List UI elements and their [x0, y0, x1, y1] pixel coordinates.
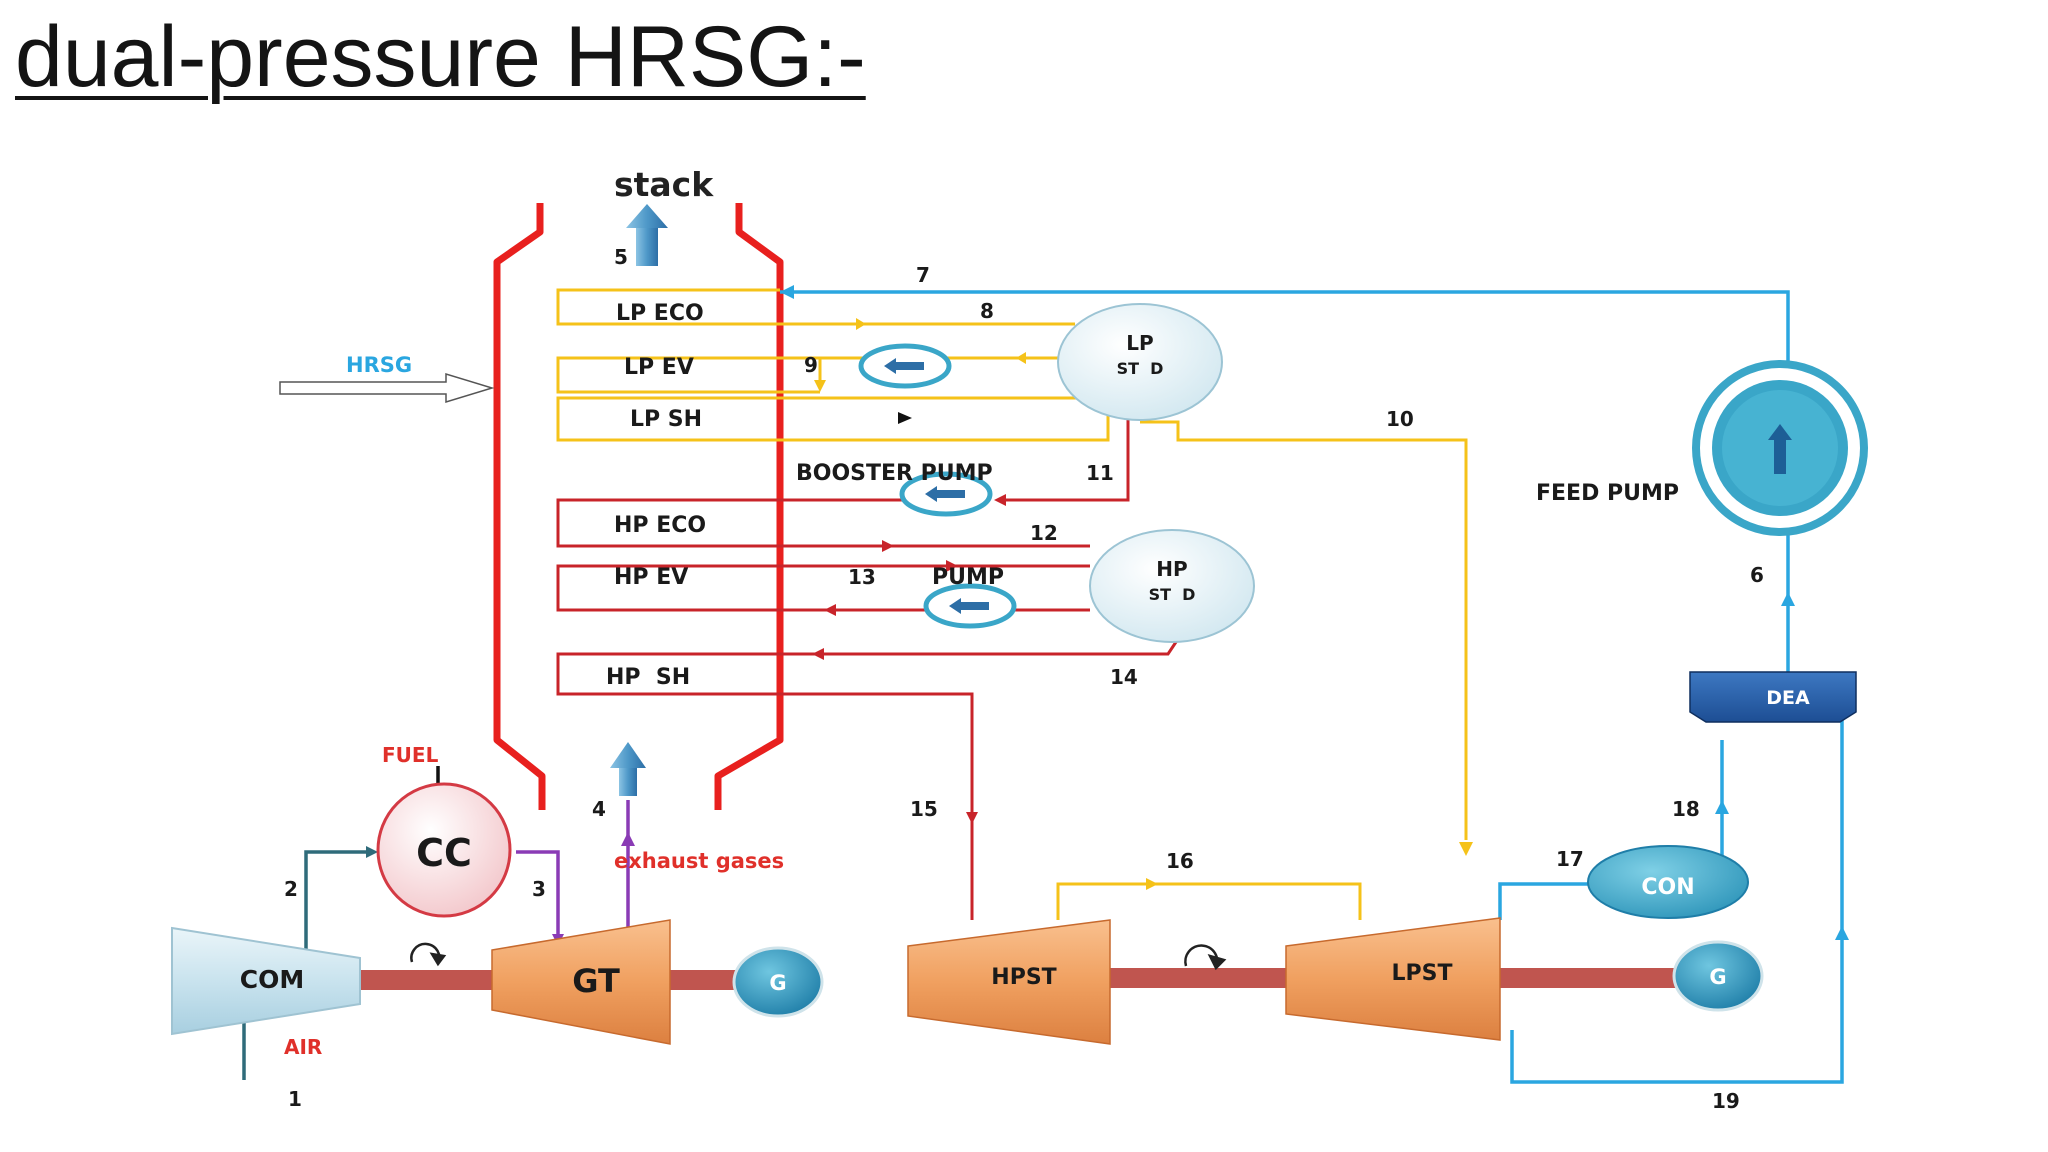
lpst-label: LPST	[1392, 961, 1453, 986]
state-point-2: 2	[284, 877, 298, 901]
lp-drum-label-1: LP	[1126, 331, 1153, 355]
state-point-14: 14	[1110, 665, 1138, 689]
gt-label: GT	[572, 962, 620, 1000]
hpst-label: HPST	[991, 965, 1056, 990]
lp-sh-flow-arrow	[898, 412, 912, 424]
generator-1	[732, 946, 824, 1018]
hp-flow-arrows	[812, 494, 1006, 824]
state-point-labels: 1 2 3 4 5 6 7 8 9 10 11 12 13 14 15 16 1…	[284, 245, 1764, 1113]
generator-1-label: G	[769, 971, 786, 995]
lp-ev-label: LP EV	[624, 355, 694, 380]
state-point-6: 6	[1750, 563, 1764, 587]
hrsg-input-arrow	[279, 372, 495, 404]
lp-steam-drum	[1057, 303, 1223, 421]
line-16	[1056, 882, 1362, 920]
combustion-chamber	[376, 782, 512, 918]
lp-circuit	[556, 288, 1468, 920]
stack-arrow	[626, 204, 668, 266]
lp-sh-label: LP SH	[630, 407, 702, 432]
line-7	[780, 290, 1790, 680]
generator-2	[1672, 940, 1764, 1012]
slide-title: dual-pressure HRSG:-	[15, 9, 866, 105]
hp-steam-drum	[1089, 529, 1255, 643]
state-point-16: 16	[1166, 849, 1194, 873]
feed-pump-label: FEED PUMP	[1536, 481, 1679, 506]
air-label: AIR	[284, 1035, 322, 1059]
hp-ev-label: HP EV	[614, 565, 688, 590]
condenser	[1587, 845, 1749, 919]
hp-eco-label: HP ECO	[614, 513, 706, 538]
state-point-13: 13	[848, 565, 876, 589]
line-11	[1000, 410, 1130, 502]
lp-drum-label-2: ST D	[1117, 359, 1164, 378]
state-point-5: 5	[614, 245, 628, 269]
state-point-11: 11	[1086, 461, 1114, 485]
line-2-arrow	[366, 846, 378, 858]
state-point-15: 15	[910, 797, 938, 821]
lp-sh-coil	[556, 396, 1110, 442]
exhaust-arrow	[610, 742, 646, 796]
hp-drum-label-1: HP	[1156, 557, 1187, 581]
line-19	[1510, 720, 1844, 1084]
com-label: COM	[240, 965, 304, 994]
hrsg-left-wall	[493, 203, 546, 810]
state-point-9: 9	[804, 353, 818, 377]
generator-2-label: G	[1709, 965, 1726, 989]
state-point-12: 12	[1030, 521, 1058, 545]
hrsg-label: HRSG	[346, 353, 412, 377]
state-point-7: 7	[916, 263, 930, 287]
state-point-3: 3	[532, 877, 546, 901]
hrsg-casing	[493, 203, 784, 810]
compressor	[171, 926, 361, 1036]
lp-ev-coil	[556, 356, 1060, 394]
deaerator	[1689, 671, 1857, 723]
hp-circulation-pump	[923, 583, 1017, 629]
state-point-4: 4	[592, 797, 606, 821]
hrsg-right-wall	[714, 203, 784, 810]
booster-pump	[899, 471, 993, 517]
state-point-8: 8	[980, 299, 994, 323]
gas-turbine	[491, 919, 671, 1045]
state-point-18: 18	[1672, 797, 1700, 821]
feed-pump	[1692, 360, 1868, 536]
line-14	[556, 635, 1182, 920]
rotation-icon-st	[1184, 944, 1227, 971]
line-17	[1498, 882, 1608, 920]
stack-label: stack	[614, 165, 714, 204]
lp-eco-label: LP ECO	[616, 301, 704, 326]
cc-label: CC	[416, 831, 472, 875]
dea-label: DEA	[1766, 687, 1810, 709]
hp-drum-label-2: ST D	[1149, 585, 1196, 604]
exhaust-gases-label: exhaust gases	[614, 849, 784, 873]
con-label: CON	[1641, 875, 1694, 900]
fuel-label: FUEL	[382, 743, 439, 767]
hp-eco-coil	[556, 498, 1090, 548]
pump-label: PUMP	[932, 565, 1004, 590]
hp-sh-label: HP SH	[606, 665, 690, 690]
state-point-17: 17	[1556, 847, 1584, 871]
state-point-19: 19	[1712, 1089, 1740, 1113]
lp-circulation-pump	[858, 343, 952, 389]
lp-eco-coil	[556, 288, 1075, 326]
lp-steam-turbine	[1285, 917, 1501, 1041]
state-point-1: 1	[288, 1087, 302, 1111]
line-10	[1140, 420, 1468, 840]
line-3	[516, 850, 560, 940]
water-lines	[780, 290, 1844, 1084]
line-2	[304, 850, 372, 950]
lp-flow-arrows	[814, 318, 1473, 890]
rotation-icon-gt	[410, 942, 447, 967]
booster-pump-label: BOOSTER PUMP	[796, 461, 993, 486]
state-point-10: 10	[1386, 407, 1414, 431]
line-4-arrow	[621, 832, 635, 846]
hp-steam-turbine	[907, 919, 1111, 1045]
